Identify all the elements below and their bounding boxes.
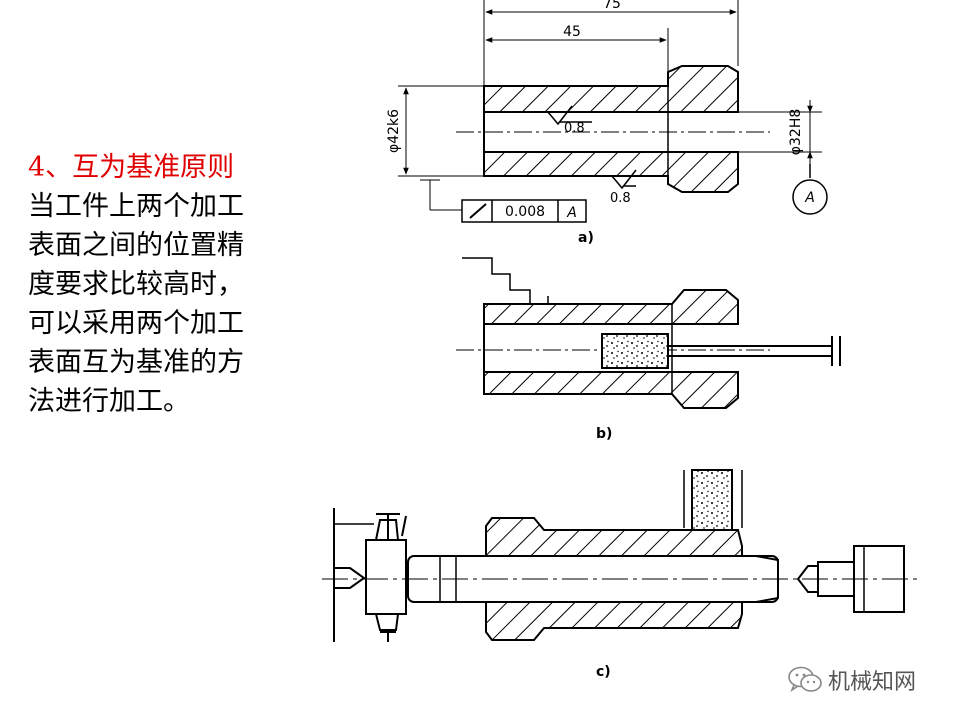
roughness-symbol-outer	[611, 169, 637, 190]
workpiece-b-wall-top	[483, 289, 739, 325]
left-center	[334, 567, 366, 589]
body-line-2: 表面之间的位置精	[28, 230, 244, 261]
roughness-symbol-inner	[547, 105, 592, 126]
tolerance-datum-label: A	[566, 205, 577, 221]
figure-a	[398, 0, 828, 223]
caption-a: a)	[578, 230, 594, 246]
workpiece-c-wall-bottom	[485, 601, 743, 641]
outer-dia-label: φ42k6	[386, 109, 402, 153]
roughness-outer-label: 0.8	[610, 191, 631, 206]
slide-text-panel: 4、互为基准原则 当工件上两个加工 表面之间的位置精 度要求比较高时， 可以采用…	[28, 148, 328, 421]
tolerance-frame	[461, 199, 587, 223]
watermark: 机械知网	[788, 664, 916, 696]
dim-45-label: 45	[563, 24, 581, 40]
body-line-3: 度要求比较高时，	[28, 269, 244, 300]
sleeve-wall-bottom	[483, 151, 739, 193]
wechat-logo-icon	[788, 666, 822, 693]
tailstock	[853, 545, 905, 613]
figure-c	[322, 469, 918, 642]
body-line-6: 法进行加工。	[28, 386, 190, 417]
body-line-1: 当工件上两个加工	[28, 191, 244, 222]
sleeve-wall-top	[483, 65, 739, 113]
watermark-text: 机械知网	[828, 670, 917, 695]
body-line-5: 表面互为基准的方	[28, 347, 244, 378]
datum-circle	[792, 179, 828, 215]
workpiece-b-wall-bottom	[483, 371, 739, 409]
internal-grinding-wheel	[601, 333, 669, 369]
driving-dog	[365, 539, 407, 615]
roughness-inner-label: 0.8	[564, 121, 585, 136]
external-grinding-wheel	[691, 469, 733, 531]
stepped-fixture	[462, 257, 549, 307]
caption-b: b)	[596, 426, 612, 442]
caption-c: c)	[596, 664, 611, 680]
datum-letter: A	[804, 190, 815, 206]
dim-75-label: 75	[603, 0, 621, 12]
tolerance-value-label: 0.008	[505, 204, 545, 220]
bore-dia-label: φ32H8	[788, 109, 804, 155]
body-line-4: 可以采用两个加工	[28, 308, 244, 339]
runout-symbol	[469, 203, 487, 219]
slide-title: 4、互为基准原则	[28, 152, 235, 183]
figure-a-labels: 75 45 φ42k6 φ32H8 0.8 0.8 0.008 A A a)	[386, 0, 815, 246]
figure-b	[456, 257, 841, 409]
workpiece-c-wall-top	[485, 517, 743, 557]
